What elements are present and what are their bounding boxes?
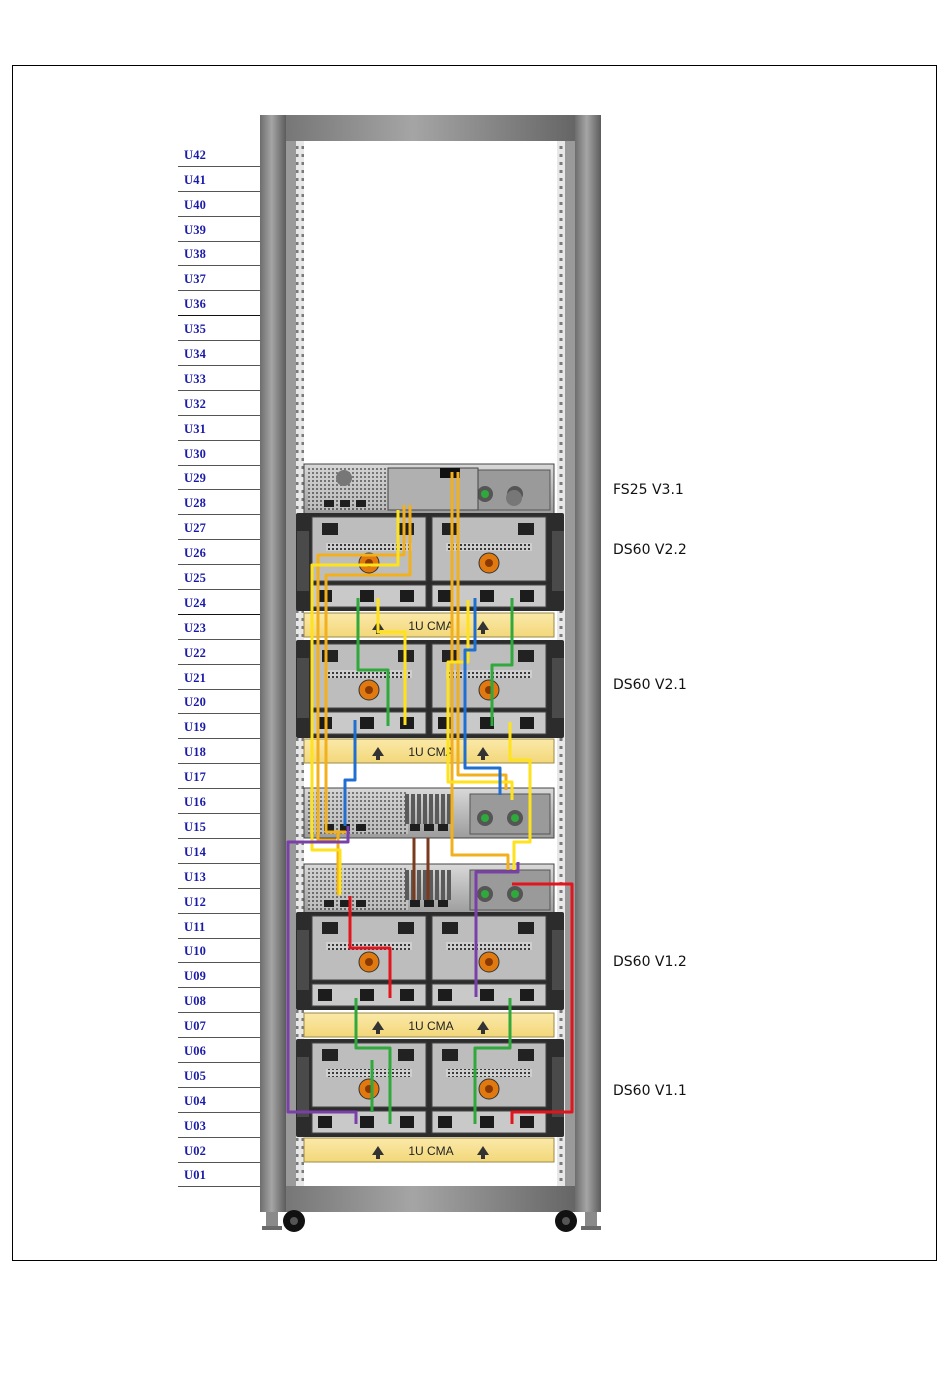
rack-casters bbox=[262, 1210, 601, 1232]
ds60-v2-1-chassis bbox=[296, 640, 564, 738]
cma-panel: 1U CMA bbox=[304, 1138, 554, 1162]
cma-label: 1U CMA bbox=[408, 1144, 453, 1158]
cma-panel: 1U CMA bbox=[304, 1013, 554, 1037]
cma-label: 1U CMA bbox=[408, 1019, 453, 1033]
ds60-v1-1-chassis bbox=[296, 1039, 564, 1137]
ds60-v1-2-chassis bbox=[296, 912, 564, 1010]
cma-label: 1U CMA bbox=[408, 619, 453, 633]
cma-panel: 1U CMA bbox=[304, 613, 554, 637]
fs25-v3-1-chassis bbox=[304, 464, 554, 514]
ds60-v2-2-chassis bbox=[296, 513, 564, 611]
